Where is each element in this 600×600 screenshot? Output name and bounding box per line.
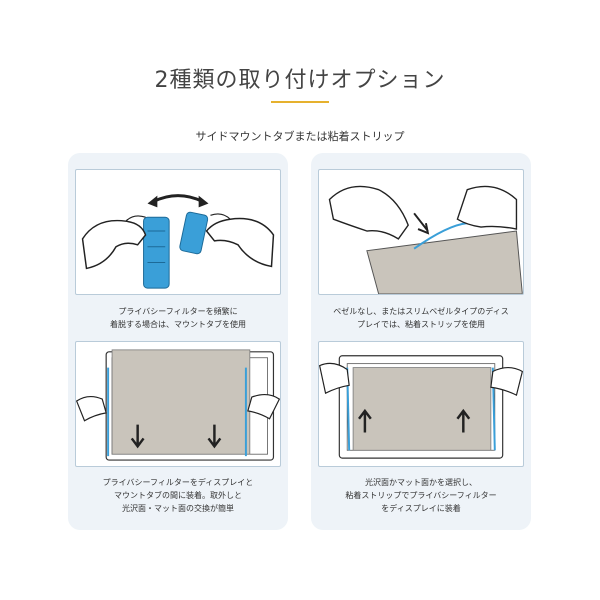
- caption-line: ベゼルなし、またはスリムベゼルタイプのディス: [333, 307, 509, 316]
- caption-line: 着脱する場合は、マウントタブを使用: [110, 320, 246, 329]
- mount-tab-install-caption: プライバシーフィルターをディスプレイと マウントタブの間に装着。取外しと 光沢面…: [68, 476, 288, 515]
- adhesive-strip-caption: ベゼルなし、またはスリムベゼルタイプのディス プレイでは、粘着ストリップを使用: [311, 305, 531, 331]
- adhesive-strip-panel: ベゼルなし、またはスリムベゼルタイプのディス プレイでは、粘着ストリップを使用 …: [311, 153, 531, 530]
- title-underline: [271, 101, 329, 103]
- adhesive-strip-install-illustration: [318, 341, 524, 467]
- adhesive-strip-illustration: [318, 169, 524, 295]
- caption-line: 光沢面かマット面かを選択し、: [365, 478, 477, 487]
- adhesive-strip-install-caption: 光沢面かマット面かを選択し、 粘着ストリップでプライバシーフィルター をディスプ…: [311, 476, 531, 515]
- page-title: 2種類の取り付けオプション: [154, 68, 446, 93]
- caption-line: 粘着ストリップでプライバシーフィルター: [345, 491, 497, 500]
- caption-line: をディスプレイに装着: [381, 504, 461, 513]
- caption-line: プライバシーフィルターを頻繁に: [118, 307, 238, 316]
- mount-tab-illustration: [75, 169, 281, 295]
- caption-line: プライバシーフィルターをディスプレイと: [102, 478, 254, 487]
- caption-line: プレイでは、粘着ストリップを使用: [357, 320, 485, 329]
- monitor-applying-filter-icon: [319, 355, 523, 459]
- hands-peeling-strip-icon: [328, 185, 523, 294]
- caption-line: マウントタブの間に装着。取外しと: [114, 491, 242, 500]
- hands-holding-tabs-icon: [81, 194, 275, 289]
- mount-tab-install-illustration: [75, 341, 281, 467]
- mount-tab-caption: プライバシーフィルターを頻繁に 着脱する場合は、マウントタブを使用: [68, 305, 288, 331]
- page-subtitle: サイドマウントタブまたは粘着ストリップ: [195, 130, 405, 143]
- mount-tab-panel: プライバシーフィルターを頻繁に 着脱する場合は、マウントタブを使用 プライバシー…: [68, 153, 288, 530]
- caption-line: 光沢面・マット面の交換が簡単: [122, 504, 234, 513]
- monitor-with-filter-icon: [76, 349, 280, 461]
